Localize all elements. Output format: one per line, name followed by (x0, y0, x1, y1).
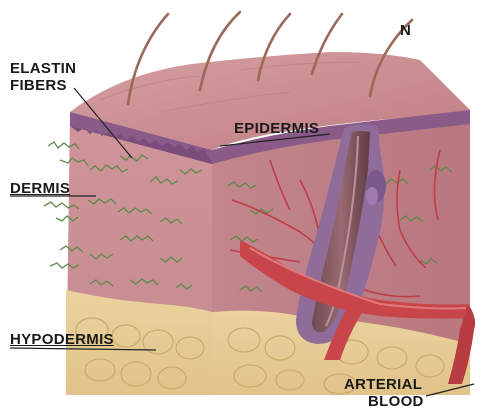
arterial-blood-label-line1: ARTERIAL (344, 376, 422, 393)
elastin-fibers-label-line2: FIBERS (10, 77, 67, 94)
epidermis-label: EPIDERMIS (234, 120, 319, 137)
dermis-label: DERMIS (10, 180, 70, 197)
elastin-fibers-label-line1: ELASTIN (10, 60, 76, 77)
arterial-blood-label-line2: BLOOD (368, 393, 424, 409)
corner-letter-label: N (400, 22, 411, 39)
hypodermis-label: HYPODERMIS (10, 331, 114, 348)
